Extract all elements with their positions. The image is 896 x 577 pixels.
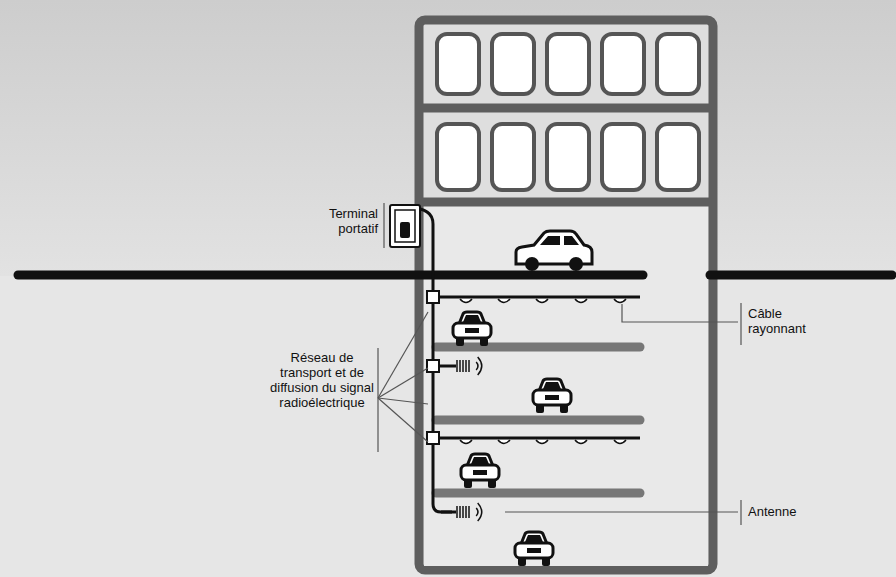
terminal-label: Terminal portatif <box>296 206 378 236</box>
ground-line <box>710 271 892 280</box>
emitter <box>460 299 472 303</box>
emitter <box>536 299 548 303</box>
emitter <box>536 440 548 444</box>
transport-cable <box>410 208 452 512</box>
network-label: Réseau de transport et de diffusion du s… <box>270 350 374 410</box>
car <box>516 231 592 271</box>
radiating-cable <box>438 297 640 444</box>
emitter <box>498 440 510 444</box>
parking-floors <box>436 347 640 493</box>
car <box>533 379 571 413</box>
car <box>515 532 553 566</box>
emitter <box>614 299 626 303</box>
building <box>419 20 713 570</box>
emitter <box>460 440 472 444</box>
floor <box>419 198 713 207</box>
portable-terminal <box>390 205 420 247</box>
ground-line <box>18 271 643 280</box>
car <box>453 312 491 346</box>
emitter <box>614 440 626 444</box>
leader-lines <box>378 203 741 525</box>
emitter <box>575 299 587 303</box>
emitter <box>498 299 510 303</box>
antenna <box>439 357 482 521</box>
junction-box <box>427 291 439 444</box>
cable-label: Câble rayonnant <box>748 306 838 336</box>
car <box>461 454 499 488</box>
windows <box>437 34 699 190</box>
floor <box>419 104 713 113</box>
emitter <box>575 440 587 444</box>
antenna-label: Antenne <box>748 504 838 519</box>
